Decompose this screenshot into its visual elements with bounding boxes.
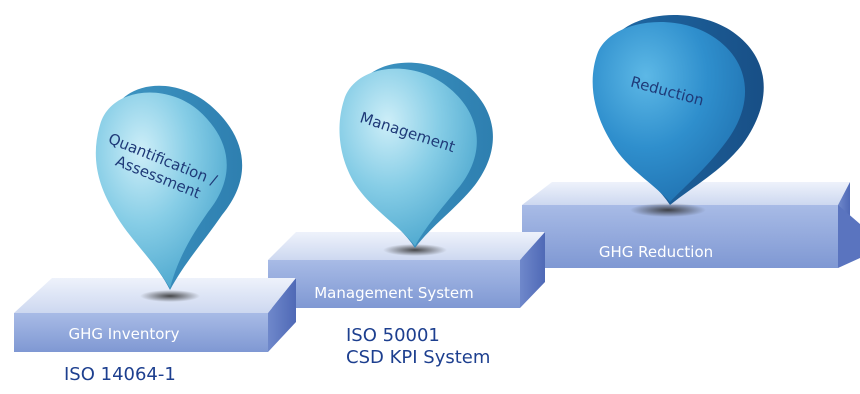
platform-front — [268, 260, 520, 308]
marker-management: Management — [339, 62, 493, 248]
platform-top — [522, 182, 850, 205]
marker-shadow — [630, 203, 706, 217]
platform-front — [522, 205, 838, 268]
marker-shadow — [383, 244, 447, 256]
marker-face — [95, 92, 227, 288]
marker-quantification: Quantification / Assessment — [95, 85, 243, 290]
marker-reduction: Reduction — [592, 14, 764, 205]
standard-csd-kpi: CSD KPI System — [346, 347, 491, 368]
marker-shadow — [140, 290, 200, 302]
standard-caption-inventory: ISO 14064-1 — [64, 364, 176, 386]
standard-iso-14064: ISO 14064-1 — [64, 364, 176, 385]
platform-side — [268, 278, 296, 352]
platform-front — [14, 313, 268, 352]
platform-ghg-inventory: GHG Inventory — [14, 278, 296, 352]
standard-caption-management: ISO 50001 CSD KPI System — [346, 325, 490, 369]
platform-ghg-reduction: GHG Reduction — [522, 182, 860, 268]
platform-side — [520, 232, 545, 308]
platform-label-ghg-reduction: GHG Reduction — [599, 243, 713, 261]
marker-face — [592, 22, 746, 203]
platform-side-edge — [838, 205, 860, 268]
platform-label-ghg-inventory: GHG Inventory — [69, 325, 180, 343]
platform-management-system: Management System — [268, 232, 545, 308]
platform-label-management-system: Management System — [314, 284, 474, 302]
standard-iso-50001: ISO 50001 — [346, 325, 440, 346]
marker-face — [339, 68, 477, 246]
